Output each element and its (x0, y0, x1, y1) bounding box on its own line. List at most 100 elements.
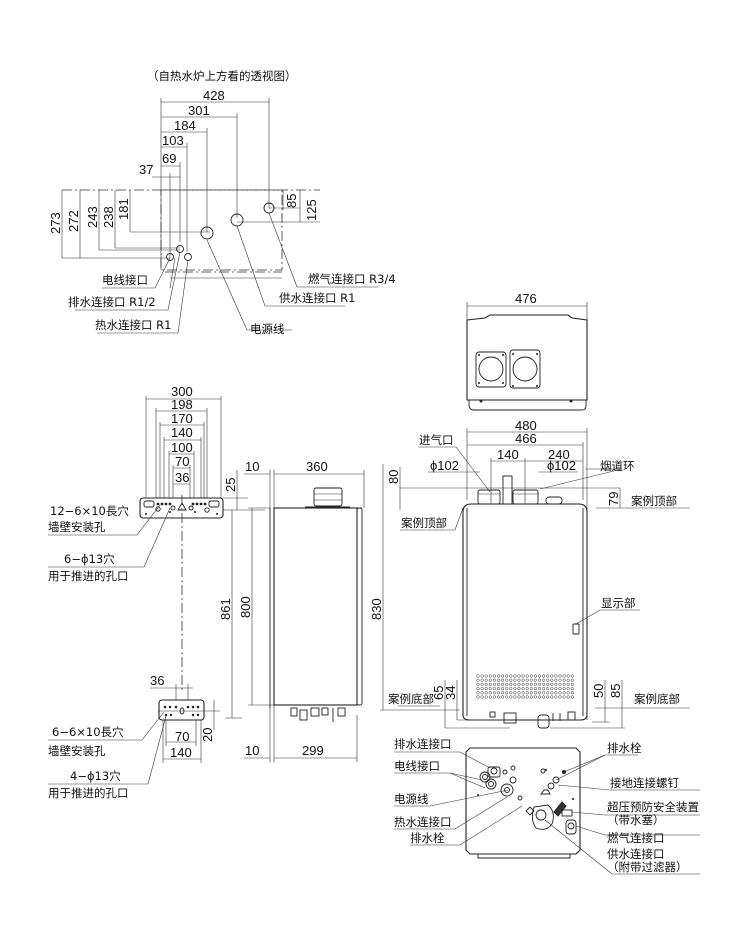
dim-10-top: 10 (245, 459, 259, 474)
dim-140-front: 140 (497, 447, 519, 462)
vent-hole (509, 678, 513, 682)
vent-hole (533, 687, 537, 691)
label-ground-screw: 接地连接螺钉 (610, 776, 679, 790)
vent-hole (542, 674, 546, 678)
label-top-push-holes-purpose: 用于推进的孔口 (48, 569, 129, 583)
vent-hole (505, 678, 509, 682)
vent-hole (496, 687, 501, 691)
label-bottom-drain-plug-right: 排水栓 (607, 741, 642, 755)
label-relief-valve-note: （带水塞） (607, 813, 665, 827)
vent-hole (521, 687, 525, 691)
dim-34: 34 (443, 686, 458, 700)
vent-hole (496, 678, 501, 682)
vent-hole (509, 695, 513, 699)
vent-hole (501, 691, 505, 695)
vent-hole (558, 691, 562, 695)
vent-hole (525, 691, 529, 695)
vent-hole (537, 682, 542, 686)
vent-hole (529, 687, 533, 691)
vent-hole (566, 682, 570, 686)
dim-85: 85 (284, 194, 299, 208)
vent-hole (562, 682, 566, 686)
vent-hole (525, 682, 529, 686)
vent-hole (496, 695, 501, 699)
vent-hole (566, 695, 570, 699)
vent-hole (546, 695, 550, 699)
vent-hole (517, 691, 521, 695)
label-bottom-push-holes: 4−ϕ13穴 (70, 769, 121, 783)
vent-hole (521, 678, 525, 682)
top-view-caption: （自热水炉上方看的透视图） (147, 69, 297, 83)
vent-hole (566, 691, 570, 695)
vent-hole (476, 674, 480, 678)
dim-800: 800 (238, 596, 253, 618)
vent-hole (492, 674, 496, 678)
label-top-slots: 12−6×10長穴 (50, 504, 129, 518)
vent-hole (546, 682, 550, 686)
vent-hole (525, 674, 529, 678)
vent-hole (509, 674, 513, 678)
vent-hole (480, 695, 484, 699)
vent-hole (509, 687, 513, 691)
vent-hole (570, 674, 574, 678)
vent-hole (513, 682, 517, 686)
side-view: 10 360 (218, 459, 365, 762)
vent-hole (501, 682, 505, 686)
dim-intake-diameter: ϕ102 (430, 458, 459, 473)
label-top-slots-purpose: 墙壁安装孔 (48, 520, 106, 534)
vent-hole (484, 674, 488, 678)
dim-181: 181 (116, 198, 131, 220)
vent-hole (533, 678, 537, 682)
vent-hole (537, 687, 542, 691)
dim-299: 299 (302, 743, 324, 758)
vent-hole (542, 678, 546, 682)
vent-hole (562, 678, 566, 682)
vent-hole (488, 687, 492, 691)
dim-360: 360 (306, 459, 328, 474)
label-water-supply-port: 供水连接口 R1 (279, 291, 355, 305)
vent-hole (480, 674, 484, 678)
vent-hole (566, 678, 570, 682)
dim-36: 36 (175, 470, 189, 485)
vent-hole (501, 678, 505, 682)
dim-70: 70 (175, 454, 189, 469)
label-bottom-push-holes-purpose: 用于推进的孔口 (48, 786, 129, 800)
vent-hole (533, 682, 537, 686)
vent-hole (517, 678, 521, 682)
label-bottom-power-cord: 电源线 (394, 792, 429, 806)
vent-hole (517, 695, 521, 699)
dim-25: 25 (223, 478, 238, 492)
label-bottom-water-supply: 供水连接口 (607, 847, 665, 861)
vent-hole (513, 678, 517, 682)
vent-hole (488, 691, 492, 695)
vent-hole (517, 674, 521, 678)
front-view: 480 466 140 240 ϕ102 ϕ102 80 79 进气口 烟道环 … (369, 418, 690, 729)
vent-hole (492, 691, 496, 695)
vent-hole (562, 687, 566, 691)
vent-hole (492, 695, 496, 699)
label-gas-port: 燃气连接口 R3/4 (308, 272, 396, 286)
flue-ring-collar (512, 489, 539, 505)
dim-140: 140 (171, 425, 193, 440)
dim-243: 243 (85, 206, 100, 228)
bottom-view: 排水连接口 电线接口 电源线 热水连接口 排水栓 排水栓 接地连接螺钉 超压预防… (394, 737, 700, 875)
vent-hole (492, 687, 496, 691)
label-bottom-slots-purpose: 墙壁安装孔 (48, 744, 106, 758)
vent-hole (570, 687, 574, 691)
label-power-cord: 电源线 (250, 322, 285, 336)
vent-hole (521, 691, 525, 695)
heater-side-body (273, 507, 358, 706)
vent-hole (566, 687, 570, 691)
air-intake-collar (477, 489, 501, 505)
vent-hole (542, 682, 546, 686)
vent-hole (554, 678, 558, 682)
vent-hole (484, 691, 488, 695)
vent-hole (480, 691, 484, 695)
vent-hole (505, 695, 509, 699)
vent-hole (529, 674, 533, 678)
vent-hole (496, 682, 501, 686)
vent-hole (554, 682, 558, 686)
label-case-top-left: 案例顶部 (401, 516, 447, 530)
vent-hole (554, 687, 558, 691)
dim-flue-diameter: ϕ102 (547, 458, 576, 473)
